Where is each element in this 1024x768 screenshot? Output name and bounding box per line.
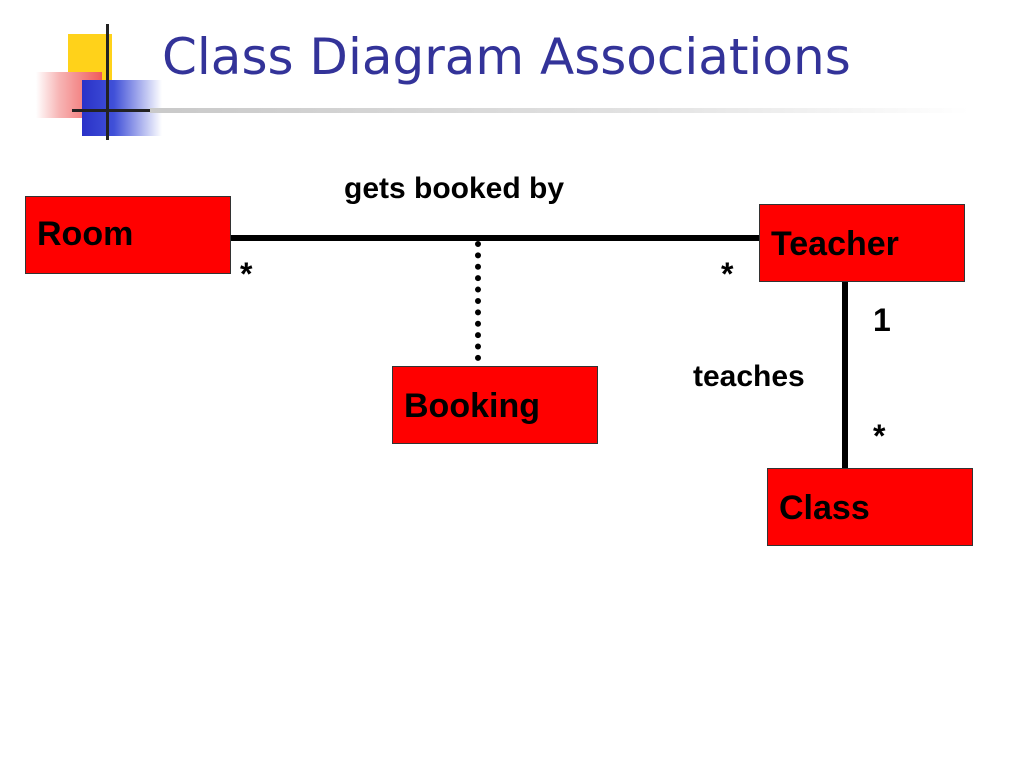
class-box-booking: Booking xyxy=(392,366,598,444)
association-line-teacher-class xyxy=(842,281,848,470)
class-box-teacher: Teacher xyxy=(759,204,965,282)
class-box-class: Class xyxy=(767,468,973,546)
association-name-teaches: teaches xyxy=(693,360,805,393)
logo-vertical-line xyxy=(106,24,109,140)
title-underline xyxy=(150,108,970,113)
logo-horizontal-line xyxy=(72,109,168,112)
class-box-room: Room xyxy=(25,196,231,274)
multiplicity-room: * xyxy=(240,256,253,292)
slide-title: Class Diagram Associations xyxy=(162,28,851,86)
slide-logo xyxy=(0,0,170,145)
multiplicity-teacher-teaches: 1 xyxy=(873,302,891,338)
association-line-room-teacher xyxy=(230,235,760,241)
logo-blue-square xyxy=(82,80,162,136)
multiplicity-class: * xyxy=(873,418,886,454)
association-name-gets-booked-by: gets booked by xyxy=(344,172,565,205)
multiplicity-teacher-booked: * xyxy=(721,256,734,292)
association-class-dashed-link xyxy=(475,241,481,361)
